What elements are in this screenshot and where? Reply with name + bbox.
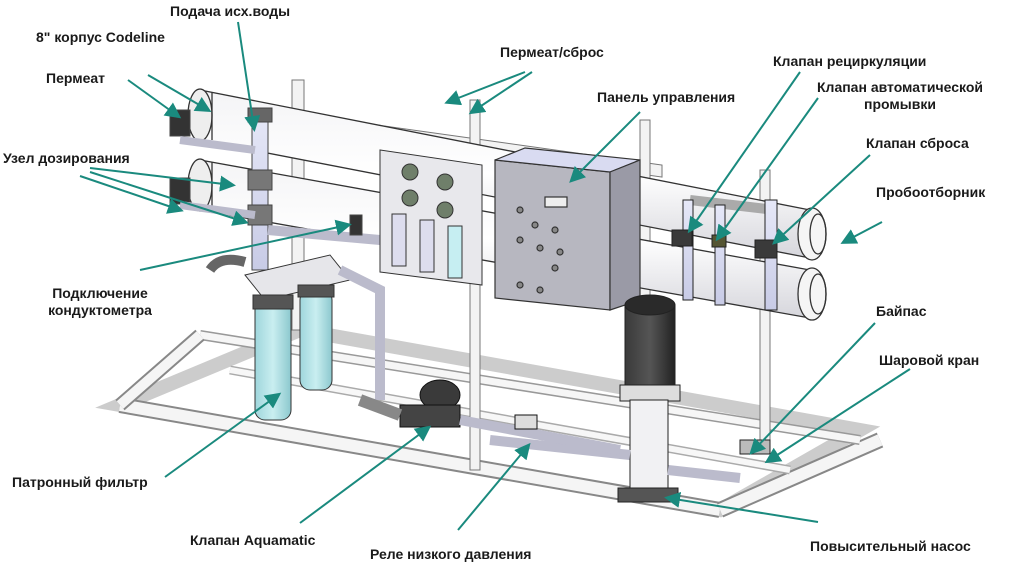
arrow-drain-valve — [772, 154, 871, 245]
arrow-bypass — [749, 322, 876, 455]
label-auto-flush: Клапан автоматической промывки — [800, 79, 1000, 113]
label-conductivity-line1: Подключение — [52, 285, 148, 301]
gauge-panel — [379, 149, 483, 286]
label-recirculation-valve: Клапан рециркуляции — [773, 53, 927, 69]
control-cabinet — [494, 147, 641, 311]
arrow-permeate-drain-1 — [444, 71, 526, 106]
label-permeate: Пермеат — [46, 70, 106, 86]
arrow-feed-water — [237, 21, 261, 132]
arrow-conductivity — [139, 219, 352, 271]
arrow-relay — [457, 442, 531, 531]
arrow-aquamatic — [299, 425, 432, 524]
label-sampler: Пробоотборник — [876, 184, 986, 200]
label-auto-flush-line2: промывки — [864, 96, 936, 112]
label-housing: 8" корпус Codeline — [36, 29, 165, 45]
label-auto-flush-line1: Клапан автоматической — [817, 79, 983, 95]
label-dosing-unit: Узел дозирования — [3, 150, 130, 166]
arrow-ball-valve — [764, 368, 911, 464]
label-conductivity-line2: кондуктометра — [48, 302, 152, 318]
aquamatic-valve — [357, 379, 621, 455]
arrow-pump — [664, 491, 819, 523]
arrow-dosing-2 — [89, 171, 249, 226]
arrow-housing — [147, 74, 212, 113]
label-ball-valve: Шаровой кран — [879, 352, 980, 368]
label-aquamatic-valve: Клапан Aquamatic — [190, 532, 316, 548]
arrow-dosing-1 — [89, 167, 236, 192]
label-feed-water: Подача исх.воды — [170, 3, 291, 19]
label-control-panel: Панель управления — [597, 89, 736, 105]
arrow-control-panel — [569, 111, 641, 183]
label-booster-pump: Повысительный насос — [810, 538, 971, 554]
callout-arrows — [79, 21, 911, 531]
label-bypass: Байпас — [876, 303, 927, 319]
label-low-pressure-relay: Реле низкого давления — [370, 546, 532, 562]
arrow-permeate — [127, 79, 182, 119]
booster-pump — [489, 294, 741, 503]
cartridge-filter — [205, 254, 385, 421]
label-cartridge-filter: Патронный фильтр — [12, 474, 148, 490]
arrow-auto-flush — [715, 97, 819, 242]
arrow-dosing-3 — [79, 175, 184, 214]
label-permeate-drain: Пермеат/сброс — [500, 44, 604, 60]
arrow-permeate-drain-2 — [468, 71, 533, 115]
right-valves — [671, 195, 778, 455]
arrow-recirculation — [687, 71, 801, 234]
label-drain-valve: Клапан сброса — [866, 135, 969, 151]
arrow-cartridge — [164, 392, 282, 478]
arrow-sampler — [840, 221, 883, 244]
label-conductivity: Подключение кондуктометра — [38, 285, 162, 319]
